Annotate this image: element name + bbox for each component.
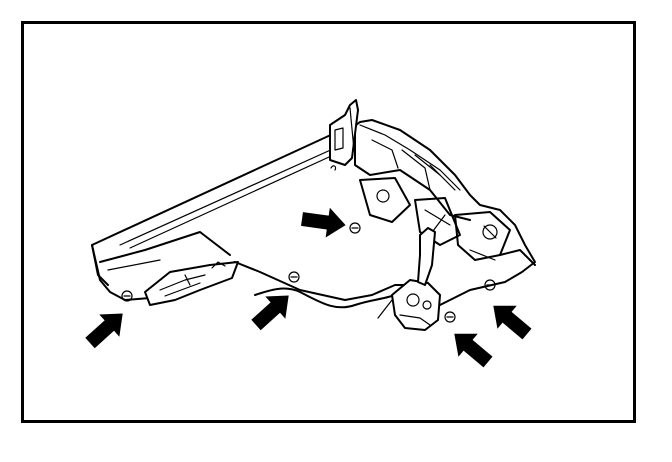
actuator-motor [391,227,441,331]
cable [254,287,393,319]
bolt-1 [121,290,133,302]
bolt-5 [484,279,496,291]
arrow-5 [493,305,532,340]
arrow-1 [85,313,123,349]
arrow-2 [251,295,289,331]
top-bracket [329,99,359,171]
bolt-3 [349,222,361,234]
bolt-2 [288,271,300,283]
arrow-3 [301,207,346,238]
upper-right-section [354,124,536,266]
bolt-4 [444,311,456,323]
arrow-4 [454,333,493,368]
housing-body [91,119,536,306]
lower-left-bracket [144,261,239,306]
